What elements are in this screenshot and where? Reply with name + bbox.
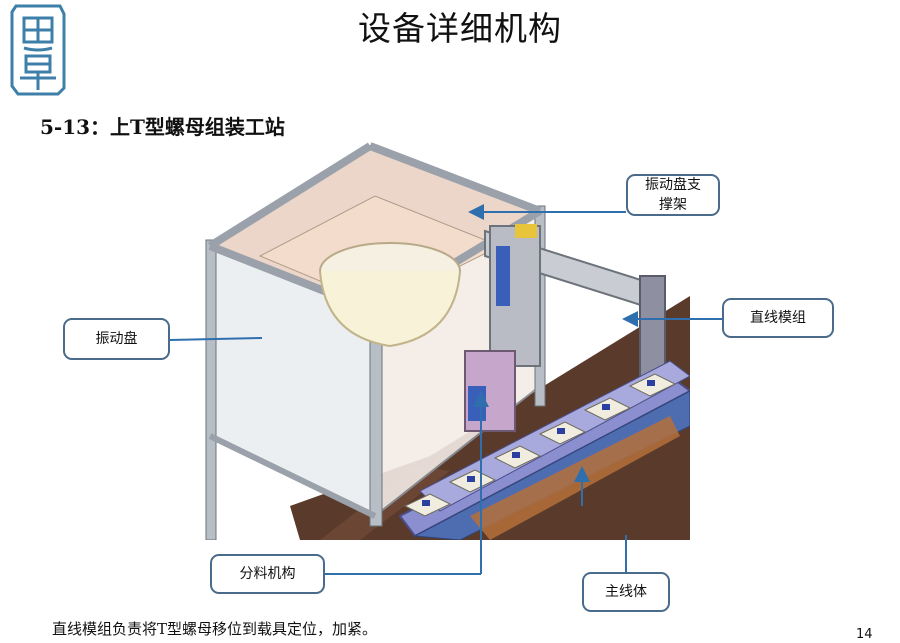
callout-main-line: 主线体 bbox=[582, 572, 670, 612]
caption-text: 直线模组负责将T型螺母移位到载具定位，加紧。 bbox=[52, 620, 378, 638]
callout-vibrator-bracket: 振动盘支 撑架 bbox=[626, 174, 720, 216]
section-subtitle: 5-13：上T型螺母组装工站 bbox=[40, 115, 285, 139]
page-number: 14 bbox=[856, 627, 873, 642]
machine-illustration bbox=[205, 142, 690, 540]
company-logo bbox=[10, 4, 66, 96]
callout-distributor: 分料机构 bbox=[210, 554, 325, 594]
page-title: 设备详细机构 bbox=[358, 9, 562, 48]
callout-linear-module: 直线模组 bbox=[722, 298, 834, 338]
callout-vibrator: 振动盘 bbox=[63, 318, 170, 360]
